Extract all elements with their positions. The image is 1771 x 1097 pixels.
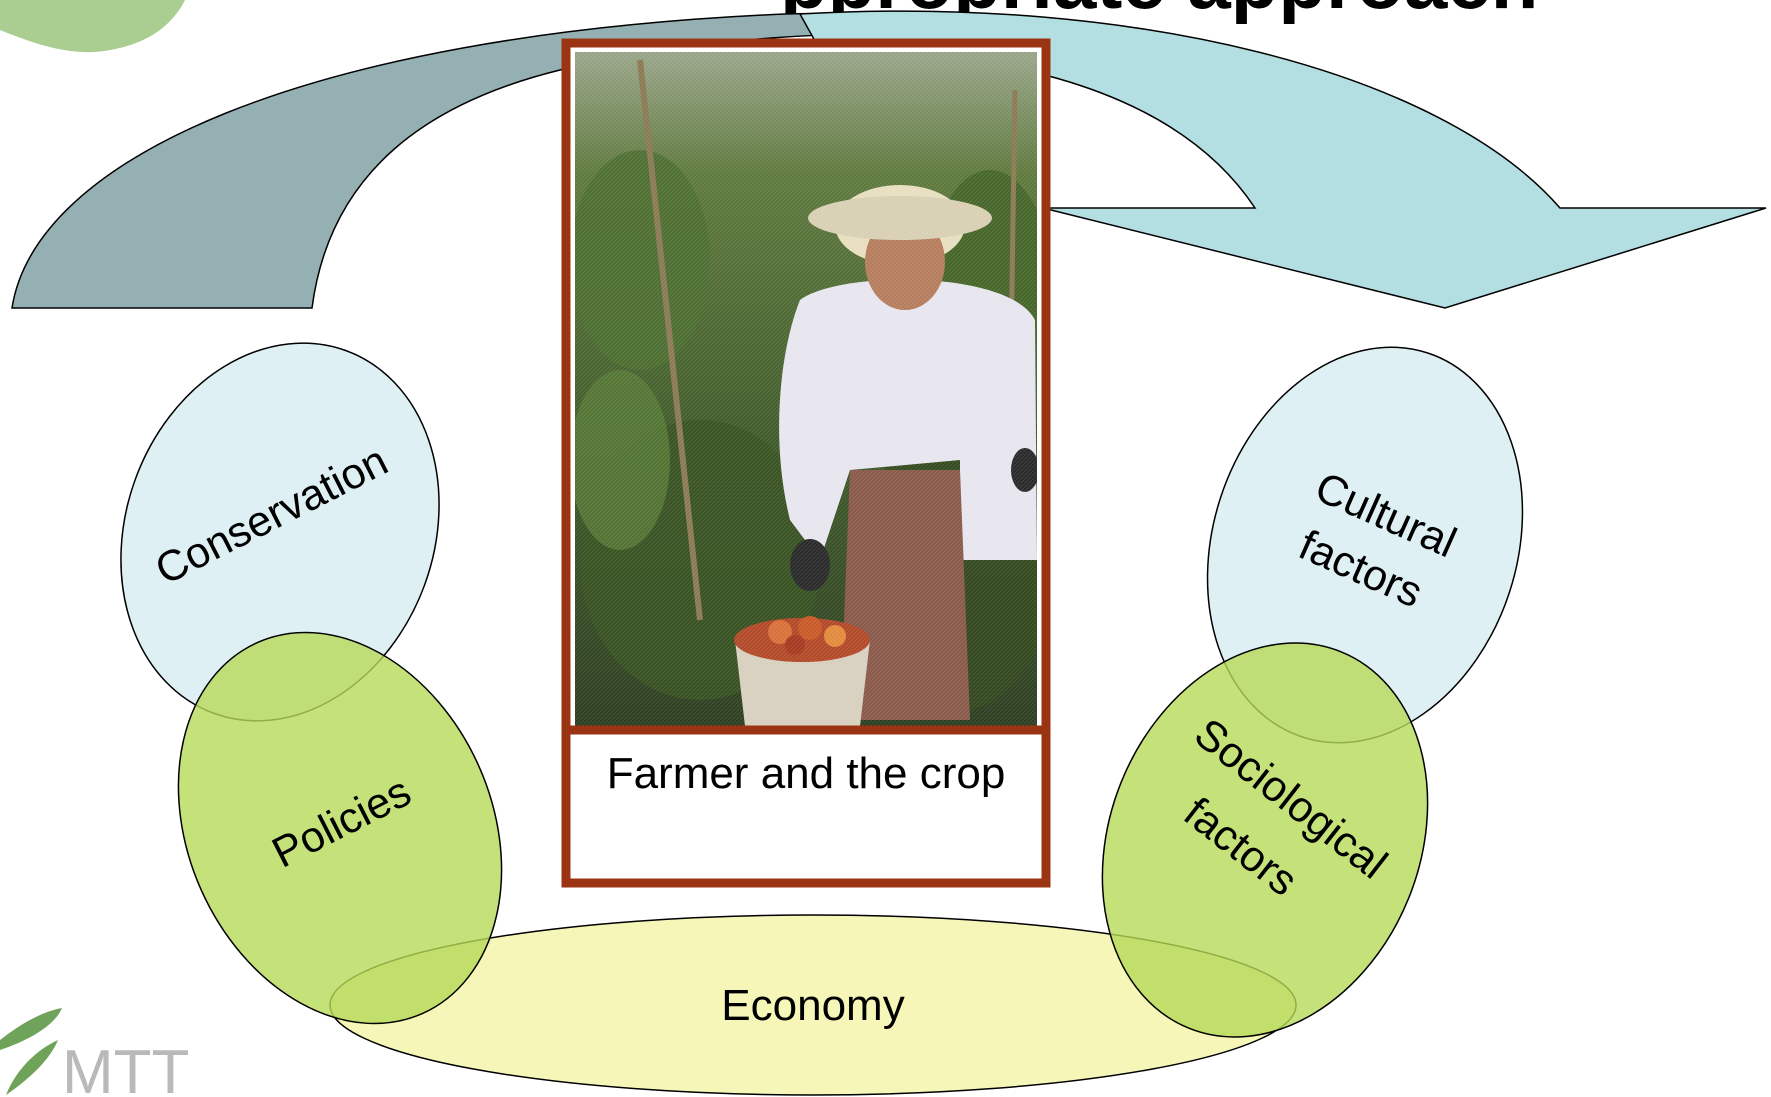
policies-ellipse [177, 631, 503, 1025]
mtt-logo: MTT [0, 1008, 189, 1097]
mtt-leaf-icon [0, 1008, 62, 1095]
photo-caption: Farmer and the crop [607, 749, 1006, 798]
farmer-photo [561, 38, 1051, 888]
sociological-factors-ellipse [1101, 642, 1429, 1038]
corner-leaf-icon [0, 0, 185, 53]
mtt-logo-text: MTT [62, 1038, 189, 1097]
economy-label: Economy [721, 981, 904, 1030]
